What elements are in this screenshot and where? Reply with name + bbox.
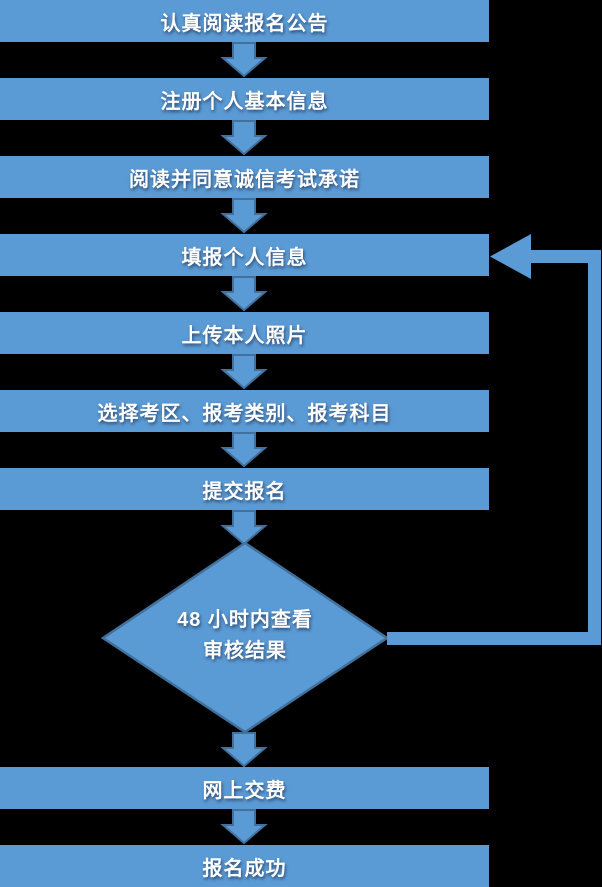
down-arrow-icon-8	[220, 732, 268, 768]
step-box-registration-success: 报名成功	[0, 845, 489, 887]
down-arrow-icon-9	[220, 809, 268, 845]
step-box-upload-photo: 上传本人照片	[0, 312, 489, 354]
decision-diamond	[100, 541, 390, 734]
down-arrow-icon-1	[220, 42, 268, 78]
step-box-fill-personal-info: 填报个人信息	[0, 234, 489, 276]
loop-line-top	[529, 250, 601, 263]
decision-label-line1: 48 小时内查看	[177, 609, 313, 631]
step-box-pay-online: 网上交费	[0, 767, 489, 809]
step-box-read-announcement: 认真阅读报名公告	[0, 0, 489, 42]
step-box-select-exam-options: 选择考区、报考类别、报考科目	[0, 390, 489, 432]
down-arrow-icon-4	[220, 276, 268, 312]
down-arrow-icon-2	[220, 120, 268, 156]
decision-label-review-result: 48 小时内查看 审核结果	[105, 605, 385, 667]
step-box-agree-honesty-pledge: 阅读并同意诚信考试承诺	[0, 156, 489, 198]
loop-arrowhead-left-icon	[490, 234, 531, 279]
down-arrow-icon-3	[220, 198, 268, 234]
loop-line-bottom	[387, 632, 601, 645]
down-arrow-icon-7	[220, 510, 268, 546]
loop-line-vertical	[588, 250, 601, 645]
down-arrow-icon-5	[220, 354, 268, 390]
step-box-submit-registration: 提交报名	[0, 468, 489, 510]
decision-label-line2: 审核结果	[203, 640, 287, 662]
step-box-register-basic-info: 注册个人基本信息	[0, 78, 489, 120]
down-arrow-icon-6	[220, 432, 268, 468]
